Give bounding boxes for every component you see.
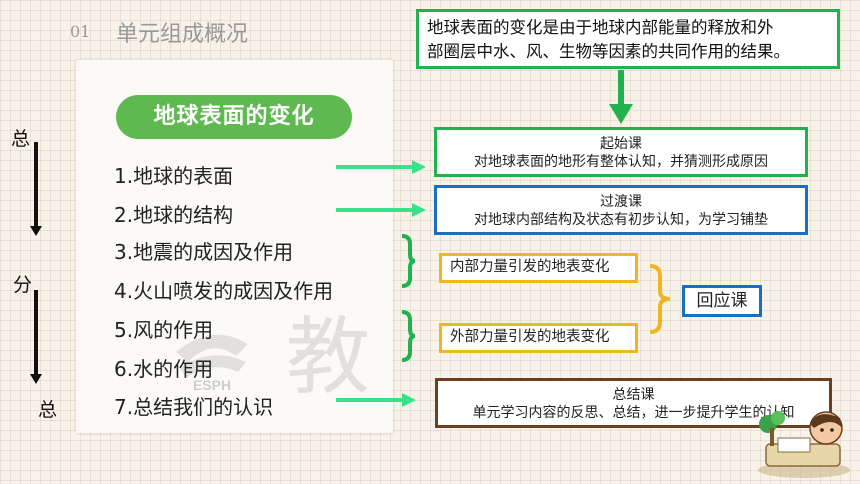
brace-icon <box>401 310 416 362</box>
lesson-item-6: 6.水的作用 <box>114 357 214 381</box>
cartoon-reader-illustration <box>758 411 850 478</box>
watermark-glyph: 教 <box>286 308 371 406</box>
lesson-item-5: 5.风的作用 <box>114 318 214 342</box>
unit-card: ESPH 教 地球表面的变化 1.地球的表面 2.地球的结构 3.地震的成因及作… <box>76 60 393 433</box>
transition-lesson-desc: 对地球内部结构及状态有初步认知，为学习铺垫 <box>474 212 768 228</box>
section-title: 单元组成概况 <box>116 22 249 47</box>
transition-lesson-title: 过渡课 <box>600 194 642 210</box>
lesson-item-1: 1.地球的表面 <box>114 164 234 188</box>
arrow-right-icon <box>336 393 416 407</box>
internal-force-box: 内部力量引发的地表变化 <box>439 253 638 283</box>
lesson-item-7: 7.总结我们的认识 <box>114 395 274 419</box>
response-lesson-box: 回应课 <box>682 285 762 317</box>
summary-note-line-2: 部圈层中水、风、生物等因素的共同作用的结果。 <box>427 42 790 61</box>
section-number: 01 <box>70 22 91 41</box>
arrow-right-icon <box>336 160 426 174</box>
brace-icon <box>401 234 416 288</box>
lesson-item-4: 4.火山喷发的成因及作用 <box>114 279 334 303</box>
side-label-top: 总 <box>11 128 31 150</box>
side-label-middle: 分 <box>13 274 33 296</box>
side-label-bottom: 总 <box>38 399 58 421</box>
lesson-item-2: 2.地球的结构 <box>114 203 234 227</box>
down-arrow-icon <box>30 290 42 384</box>
down-arrow-icon <box>30 142 42 236</box>
start-lesson-box: 起始课 对地球表面的地形有整体认知，并猜测形成原因 <box>434 127 808 177</box>
watermark-logo: ESPH <box>176 334 248 393</box>
down-arrow-icon <box>609 70 633 124</box>
arrow-right-icon <box>336 203 426 217</box>
brace-icon <box>649 264 671 334</box>
summary-note: 地球表面的变化是由于地球内部能量的释放和外 部圈层中水、风、生物等因素的共同作用… <box>416 9 840 69</box>
start-lesson-desc: 对地球表面的地形有整体认知，并猜测形成原因 <box>474 154 768 170</box>
transition-lesson-box: 过渡课 对地球内部结构及状态有初步认知，为学习铺垫 <box>434 185 808 235</box>
unit-banner: 地球表面的变化 <box>116 95 352 139</box>
summary-lesson-title: 总结课 <box>612 387 655 403</box>
summary-lesson-desc: 单元学习内容的反思、总结，进一步提升学生的认知 <box>472 405 795 421</box>
summary-note-line-1: 地球表面的变化是由于地球内部能量的释放和外 <box>427 18 774 37</box>
lesson-item-3: 3.地震的成因及作用 <box>114 240 294 264</box>
start-lesson-title: 起始课 <box>600 136 642 152</box>
external-force-box: 外部力量引发的地表变化 <box>439 323 638 353</box>
watermark-logo-text: ESPH <box>193 377 231 393</box>
